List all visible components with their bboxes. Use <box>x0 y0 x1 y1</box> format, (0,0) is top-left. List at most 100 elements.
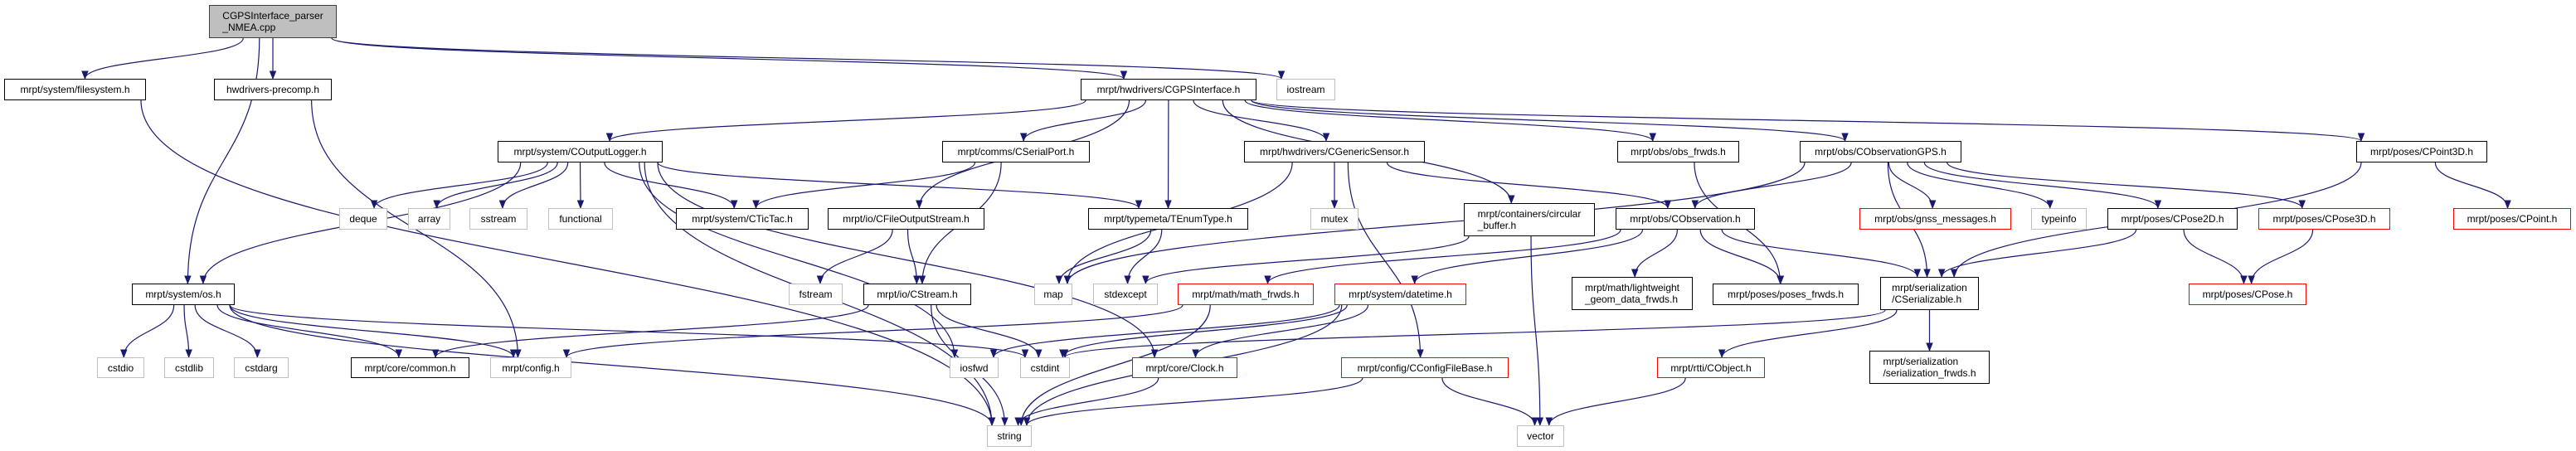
node-clock[interactable]: mrpt/core/Clock.h <box>1132 357 1237 378</box>
edge-os-to-cstdint <box>229 304 1029 359</box>
node-pose2d[interactable]: mrpt/poses/CPose2D.h <box>2107 208 2238 230</box>
edge-os-to-cstdio <box>119 304 175 359</box>
node-point3d[interactable]: mrpt/poses/CPoint3D.h <box>2356 141 2487 162</box>
edge-os-to-config <box>229 304 518 359</box>
edge-enumtype-to-map <box>1055 229 1152 285</box>
node-obsfrwds[interactable]: mrpt/obs/obs_frwds.h <box>1617 141 1739 162</box>
edge-logger-to-enumtype <box>657 162 1143 210</box>
edge-filesystem-to-string <box>140 99 996 427</box>
node-pose[interactable]: mrpt/poses/CPose.h <box>2189 284 2306 305</box>
node-typeinfo[interactable]: typeinfo <box>2031 208 2087 230</box>
node-functional[interactable]: functional <box>548 208 613 230</box>
edge-observation-to-mathfrwds <box>1264 229 1621 285</box>
edge-observation-to-posesfrwds <box>1699 229 1785 285</box>
edge-mathfrwds-to-string <box>1017 304 1211 427</box>
edge-os-to-cstdarg <box>194 304 261 359</box>
edge-logger-to-tictac <box>604 162 738 210</box>
node-serialport[interactable]: mrpt/comms/CSerialPort.h <box>942 141 1090 162</box>
node-sstream[interactable]: sstream <box>469 208 527 230</box>
node-filesystem[interactable]: mrpt/system/filesystem.h <box>4 79 146 100</box>
edge-observation-to-datetime <box>1411 229 1644 285</box>
edge-cfgfile-to-vector <box>1441 377 1538 427</box>
node-logger[interactable]: mrpt/system/COutputLogger.h <box>498 141 663 162</box>
node-obsgps[interactable]: mrpt/obs/CObservationGPS.h <box>1800 141 1961 162</box>
edge-serializable-to-object <box>1718 309 1898 359</box>
edge-gensensor-to-cfgfile <box>1347 162 1424 359</box>
node-cfgfile[interactable]: mrpt/config/CConfigFileBase.h <box>1341 357 1509 378</box>
node-gnss[interactable]: mrpt/obs/gnss_messages.h <box>1859 208 2011 230</box>
edge-logger-to-deque <box>370 162 548 210</box>
node-cstdarg[interactable]: cstdarg <box>234 357 289 378</box>
node-precomp[interactable]: hwdrivers-precomp.h <box>214 79 332 100</box>
edge-logger-to-array <box>433 162 558 210</box>
edge-os-to-string <box>229 304 996 427</box>
node-lwgeom[interactable]: mrpt/math/lightweight _geom_data_frwds.h <box>1572 277 1693 310</box>
node-fstream[interactable]: fstream <box>789 284 843 305</box>
node-gpsif[interactable]: mrpt/hwdrivers/CGPSInterface.h <box>1081 79 1256 100</box>
node-object[interactable]: mrpt/rtti/CObject.h <box>1657 357 1765 378</box>
edge-root-to-os <box>184 37 260 285</box>
edge-os-to-common <box>216 304 403 359</box>
node-map[interactable]: map <box>1034 284 1072 305</box>
node-os[interactable]: mrpt/system/os.h <box>132 284 235 305</box>
node-cstdlib[interactable]: cstdlib <box>164 357 214 378</box>
node-datetime[interactable]: mrpt/system/datetime.h <box>1334 284 1466 305</box>
node-root[interactable]: CGPSInterface_parser _NMEA.cpp <box>209 5 337 38</box>
edge-datetime-to-cstdint <box>1059 304 1348 359</box>
edge-enumtype-to-stdexcept <box>1124 229 1163 285</box>
edge-fileout-to-fstream <box>816 229 893 285</box>
node-pose3d[interactable]: mrpt/poses/CPose3D.h <box>2258 208 2390 230</box>
edge-gpsif-to-serialport <box>1019 99 1146 143</box>
node-cstdint[interactable]: cstdint <box>1020 357 1070 378</box>
edge-cstream-to-common <box>431 304 869 359</box>
edge-fileout-to-cstream <box>906 229 921 285</box>
node-vector[interactable]: vector <box>1517 425 1564 447</box>
edge-root-to-iostream <box>331 37 1285 80</box>
node-enumtype[interactable]: mrpt/typemeta/TEnumType.h <box>1088 208 1248 230</box>
edge-os-to-cstdlib <box>183 304 192 359</box>
node-observation[interactable]: mrpt/obs/CObservation.h <box>1616 208 1755 230</box>
node-cstdio[interactable]: cstdio <box>97 357 144 378</box>
node-tictac[interactable]: mrpt/system/CTicTac.h <box>676 208 809 230</box>
edge-observation-to-lwgeom <box>1631 229 1678 279</box>
edge-gpsif-to-obsgps <box>1251 99 1849 143</box>
edge-gpsif-to-obsfrwds <box>1244 99 1656 143</box>
node-gensensor[interactable]: mrpt/hwdrivers/CGenericSensor.h <box>1244 141 1425 162</box>
node-fileout[interactable]: mrpt/io/CFileOutputStream.h <box>828 208 984 230</box>
node-stdexcept[interactable]: stdexcept <box>1093 284 1158 305</box>
edge-cfgfile-to-string <box>1023 377 1363 427</box>
edge-point3d-to-point <box>2434 162 2511 210</box>
edge-gensensor-to-observation <box>1386 162 1672 210</box>
edge-serialport-to-tictac <box>752 162 976 210</box>
node-point[interactable]: mrpt/poses/CPoint.h <box>2453 208 2571 230</box>
edge-root-to-filesystem <box>81 37 244 80</box>
node-mathfrwds[interactable]: mrpt/math/math_frwds.h <box>1178 284 1314 305</box>
node-common[interactable]: mrpt/core/common.h <box>351 357 469 378</box>
edge-obsgps-to-pose2d <box>1923 162 2162 210</box>
node-iosfwd[interactable]: iosfwd <box>950 357 999 378</box>
edge-root-to-gpsif <box>331 37 1127 80</box>
edge-circbuf-to-vector <box>1530 235 1544 427</box>
node-circbuf[interactable]: mrpt/containers/circular _buffer.h <box>1464 203 1595 236</box>
node-array[interactable]: array <box>408 208 450 230</box>
node-iostream[interactable]: iostream <box>1276 79 1335 100</box>
node-cstream[interactable]: mrpt/io/CStream.h <box>863 284 971 305</box>
edge-gpsif-to-point3d <box>1251 99 2365 143</box>
node-mutex[interactable]: mutex <box>1310 208 1358 230</box>
edge-datetime-to-iosfwd <box>989 304 1340 359</box>
edge-observation-to-serializable <box>1721 229 1922 279</box>
node-string[interactable]: string <box>987 425 1032 447</box>
node-config[interactable]: mrpt/config.h <box>490 357 571 378</box>
edge-obsgps-to-observation <box>1691 162 1852 210</box>
edge-gpsif-to-logger <box>605 99 1086 143</box>
edge-gpsif-to-gensensor <box>1193 99 1330 143</box>
edge-pose3d-to-pose <box>2248 229 2314 285</box>
edge-cstream-to-cstdint <box>936 304 1043 359</box>
node-deque[interactable]: deque <box>339 208 387 230</box>
node-serializable[interactable]: mrpt/serialization /CSerializable.h <box>1880 277 1979 310</box>
node-serfrwds[interactable]: mrpt/serialization /serialization_frwds.… <box>1869 351 1990 384</box>
node-posesfrwds[interactable]: mrpt/poses/poses_frwds.h <box>1713 284 1859 305</box>
edge-logger-to-iosfwd <box>639 162 959 359</box>
edge-serializable-to-cstdint <box>1062 309 1886 359</box>
